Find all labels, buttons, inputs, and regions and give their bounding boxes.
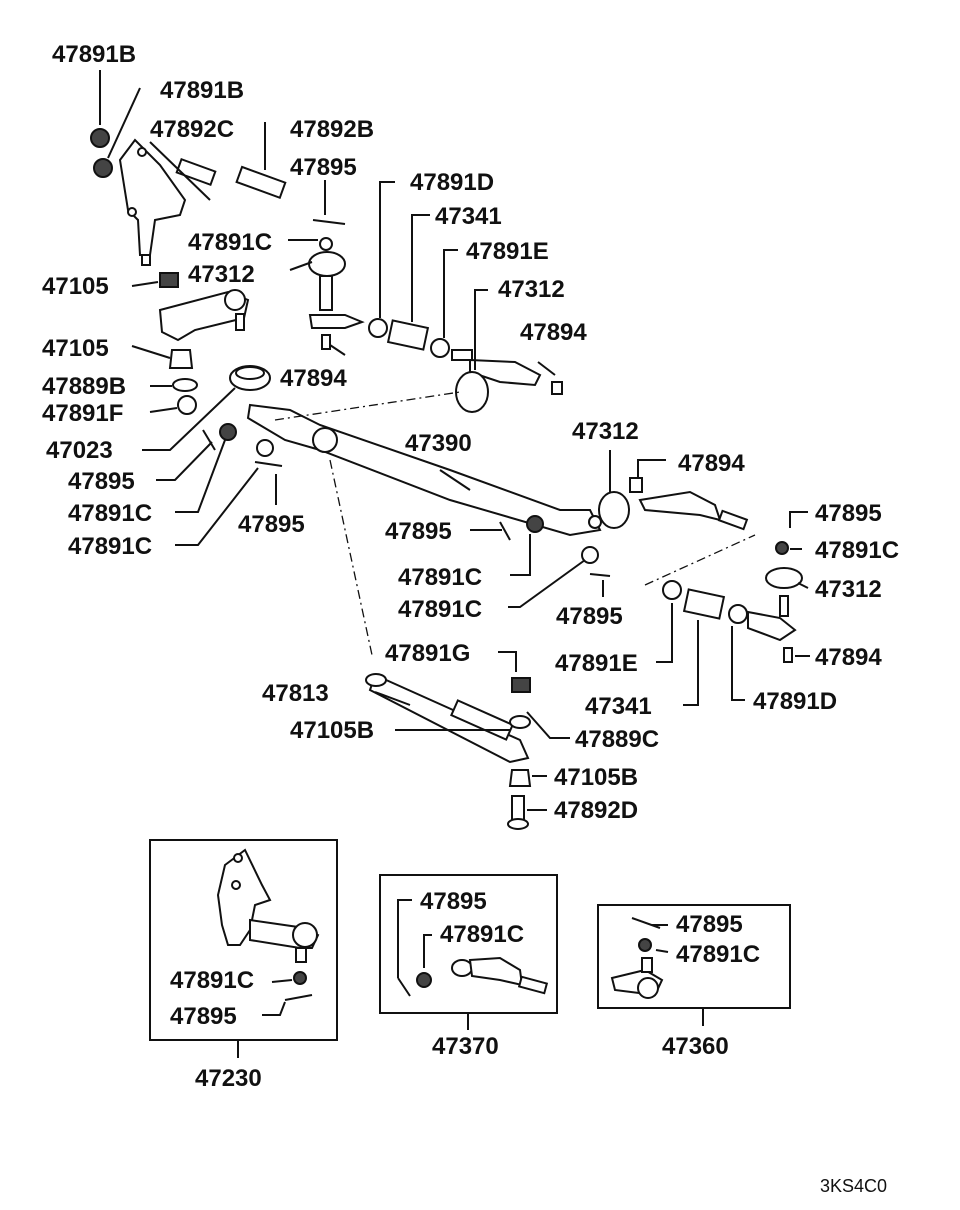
callout-47894-3: 47894 — [678, 450, 745, 477]
kit-47360-number: 47360 — [662, 1033, 729, 1060]
kit-47230: 47891C 47895 47230 — [149, 839, 338, 1092]
callout-47341-1: 47341 — [435, 203, 502, 230]
callout-47105-2: 47105 — [42, 335, 109, 362]
callout-47891E-2: 47891E — [555, 650, 638, 677]
washers-nuts-left — [172, 365, 271, 415]
callout-47891B-1: 47891B — [52, 41, 136, 68]
callout-47891C-4: 47891C — [398, 564, 482, 591]
callout-47891E-1: 47891E — [466, 238, 549, 265]
callout-47891C-2: 47891C — [68, 500, 152, 527]
callout-47891D-2: 47891D — [753, 688, 837, 715]
kit-47370-content-47895: 47895 — [420, 888, 487, 915]
kit-47370-content-47891C: 47891C — [440, 921, 524, 948]
kit-47360-content-47895: 47895 — [676, 911, 743, 938]
callout-47895-2: 47895 — [68, 468, 135, 495]
callout-47105B-2: 47105B — [554, 764, 638, 791]
kit-47370-number: 47370 — [432, 1033, 499, 1060]
idler-arm-bracket — [118, 138, 187, 266]
tie-rod-end-upper-right — [455, 358, 563, 413]
callout-47891F: 47891F — [42, 400, 123, 427]
callout-47889B: 47889B — [42, 373, 126, 400]
callout-47891B-2: 47891B — [160, 77, 244, 104]
callout-47891C-3: 47891C — [68, 533, 152, 560]
diagram-code: 3KS4C0 — [820, 1176, 887, 1196]
callout-47895-5: 47895 — [815, 500, 882, 527]
callout-47341-2: 47341 — [585, 693, 652, 720]
callout-47312-2: 47312 — [498, 276, 565, 303]
pitman-arm-kit-drawing — [216, 848, 320, 963]
callout-47891C-5: 47891C — [815, 537, 899, 564]
kit-47360-content-47891C: 47891C — [676, 941, 760, 968]
tie-rod-end-right — [598, 477, 749, 531]
callout-47892C: 47892C — [150, 116, 234, 143]
callout-47105-1: 47105 — [42, 273, 109, 300]
kit-47230-content-47895: 47895 — [170, 1003, 237, 1030]
kit-47370: 47895 47891C 47370 — [379, 874, 558, 1060]
cotter-pins — [202, 219, 611, 577]
callout-47895-1: 47895 — [290, 154, 357, 181]
idler-arm — [158, 272, 250, 369]
center-link-47390 — [219, 403, 602, 537]
callout-47894-2: 47894 — [520, 319, 587, 346]
kit-47230-number: 47230 — [195, 1065, 262, 1092]
callout-47891D-1: 47891D — [410, 169, 494, 196]
callout-47892B: 47892B — [290, 116, 374, 143]
callout-47892D: 47892D — [554, 797, 638, 824]
callout-47891G: 47891G — [385, 640, 470, 667]
callout-47312-3: 47312 — [572, 418, 639, 445]
callout-47889C: 47889C — [575, 726, 659, 753]
callout-47105B-1: 47105B — [290, 717, 374, 744]
callout-47390: 47390 — [405, 430, 472, 457]
callout-labels: 47891B 47891B 47892C 47892B 47895 47891D… — [42, 41, 899, 824]
callout-47894-1: 47894 — [280, 365, 347, 392]
adjusting-sleeve-lower — [581, 541, 803, 663]
bushing-nuts-top — [90, 128, 113, 178]
callout-leaders — [99, 70, 810, 811]
callout-47312-4: 47312 — [815, 576, 882, 603]
callout-47894-4: 47894 — [815, 644, 882, 671]
callout-47895-4: 47895 — [385, 518, 452, 545]
callout-47891C-6: 47891C — [398, 596, 482, 623]
callout-47895-6: 47895 — [556, 603, 623, 630]
bolts-47892 — [175, 157, 287, 200]
callout-47023: 47023 — [46, 437, 113, 464]
kit-47230-content-47891C: 47891C — [170, 967, 254, 994]
ball-joint-kit-drawing — [610, 957, 664, 999]
tie-rod-end-kit-drawing — [451, 956, 549, 995]
callout-47813: 47813 — [262, 680, 329, 707]
relay-rod-47813 — [365, 673, 532, 830]
assembly-dash-lines — [274, 391, 756, 656]
callout-47312-1: 47312 — [188, 261, 255, 288]
kit-47360: 47895 47891C 47360 — [597, 904, 791, 1060]
callout-47895-3: 47895 — [238, 511, 305, 538]
tie-rod-end-upper — [308, 237, 365, 350]
adjusting-sleeve-upper — [368, 318, 473, 361]
callout-47891C-1: 47891C — [188, 229, 272, 256]
